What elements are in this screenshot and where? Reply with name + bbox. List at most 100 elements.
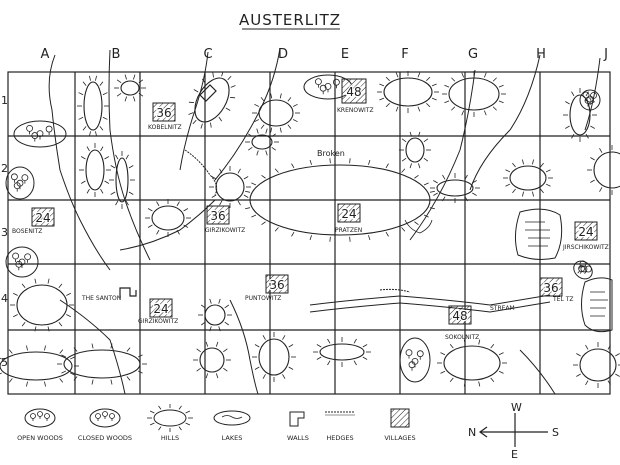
place-labels: KOBELNITZ KRENOWITZ BOSENITZ GIRZIKOWITZ PRA… xyxy=(12,107,609,341)
hill xyxy=(587,145,620,195)
place-label-puntowitz: PUNTOWITZ xyxy=(245,295,281,302)
walls-layer xyxy=(119,84,217,298)
wood xyxy=(573,260,593,280)
place-label-bosenitz: BOSENITZ xyxy=(12,228,42,235)
village-value: 24 xyxy=(341,207,356,221)
hill xyxy=(193,341,231,379)
hill xyxy=(57,343,147,385)
legend-villages: VILLAGES xyxy=(384,408,416,442)
place-label-krenowitz: KRENOWITZ xyxy=(337,107,374,114)
legend-label: CLOSED WOODS xyxy=(78,434,132,442)
village-value: 36 xyxy=(156,106,171,120)
village-value: 24 xyxy=(153,302,168,316)
hill xyxy=(114,74,146,102)
hill xyxy=(10,278,74,332)
column-label: G xyxy=(468,47,478,62)
hill xyxy=(79,143,111,197)
place-label-girzikowitz: GIRZIKOWITZ xyxy=(205,227,245,234)
village-value: 36 xyxy=(210,209,225,223)
hill xyxy=(145,199,191,237)
legend-label: WALLS xyxy=(287,434,309,442)
hill xyxy=(243,158,437,242)
compass-west: W xyxy=(511,401,522,414)
wood xyxy=(13,120,67,148)
legend-walls: WALLS xyxy=(287,411,309,442)
hill xyxy=(188,71,236,129)
column-label: D xyxy=(278,47,288,62)
place-label-kobelnitz: KOBELNITZ xyxy=(148,124,182,131)
hill xyxy=(109,151,135,209)
hill xyxy=(503,159,553,197)
stream xyxy=(309,294,551,313)
place-label-pratzen: PRATZEN xyxy=(335,227,362,234)
map-legend: OPEN WOODS CLOSED WOODS HILLS LAKES WALLS HED… xyxy=(17,404,416,442)
row-label: 1 xyxy=(1,94,8,107)
row-labels: 1 2 3 4 5 xyxy=(1,94,8,369)
woods-layer xyxy=(5,74,601,383)
village-value: 24 xyxy=(35,211,50,225)
hill xyxy=(252,332,296,382)
row-label: 4 xyxy=(1,292,8,305)
legend-lakes: LAKES xyxy=(213,410,251,442)
legend-open_woods: OPEN WOODS xyxy=(17,408,63,442)
broken-label: Broken xyxy=(317,149,345,158)
row-label: 3 xyxy=(1,226,8,239)
compass: N S W E xyxy=(468,401,559,461)
hill xyxy=(430,173,480,203)
legend-label: LAKES xyxy=(222,434,243,442)
place-label-sokolnitz: SOKOLNITZ xyxy=(445,334,479,341)
hill xyxy=(437,339,507,387)
column-label: J xyxy=(603,47,608,62)
village-jirschikowitz: 24 xyxy=(574,221,598,241)
wood xyxy=(399,337,431,383)
legend-label: HILLS xyxy=(161,434,179,442)
hill xyxy=(0,345,79,387)
hill xyxy=(573,342,620,388)
row-label: 5 xyxy=(1,356,8,369)
wood xyxy=(5,246,39,278)
hill xyxy=(198,298,232,332)
hill xyxy=(245,128,279,156)
legend-label: OPEN WOODS xyxy=(17,434,63,442)
hill xyxy=(377,71,439,113)
hill xyxy=(252,93,300,133)
column-label: F xyxy=(401,47,408,62)
compass-south: S xyxy=(552,426,559,439)
village-telnitz: 36 xyxy=(539,277,563,297)
village-bosenitz: 24 xyxy=(31,207,55,227)
village-value: 24 xyxy=(578,225,593,239)
compass-east: E xyxy=(511,448,518,461)
village-blasowitz: 24 xyxy=(149,298,173,318)
hill xyxy=(442,71,506,117)
hills-layer xyxy=(0,71,620,388)
legend-hills: HILLS xyxy=(147,404,193,442)
row-label: 2 xyxy=(1,162,8,175)
village-value: 48 xyxy=(452,309,467,323)
village-value: 48 xyxy=(346,85,361,99)
village-kobelnitz: 36 xyxy=(152,102,176,122)
compass-north: N xyxy=(468,426,476,439)
wood xyxy=(5,166,35,200)
column-label: B xyxy=(112,47,121,62)
wood xyxy=(579,89,601,111)
village-value: 36 xyxy=(543,281,558,295)
hill xyxy=(209,166,251,208)
stream-label: STREAM xyxy=(490,305,515,312)
place-label-blasowitz: GIRZIKOWITZ xyxy=(138,318,178,325)
column-label: H xyxy=(536,47,546,62)
map-title: AUSTERLITZ xyxy=(239,11,341,29)
village-girzikowitz: 36 xyxy=(206,205,230,225)
legend-label: VILLAGES xyxy=(384,434,415,442)
hedges-layer xyxy=(184,149,411,293)
village-krenowitz: 48 xyxy=(341,78,367,104)
village-sokolnitz: 48 xyxy=(448,305,472,325)
place-label-jirschikowitz: JIRSCHIKOWITZ xyxy=(562,244,609,251)
hill xyxy=(563,88,597,142)
legend-hedges: HEDGES xyxy=(325,411,355,442)
hill xyxy=(77,75,109,137)
column-label: E xyxy=(341,47,349,62)
place-label-santon: THE SANTON xyxy=(81,295,121,302)
hill xyxy=(399,131,431,169)
